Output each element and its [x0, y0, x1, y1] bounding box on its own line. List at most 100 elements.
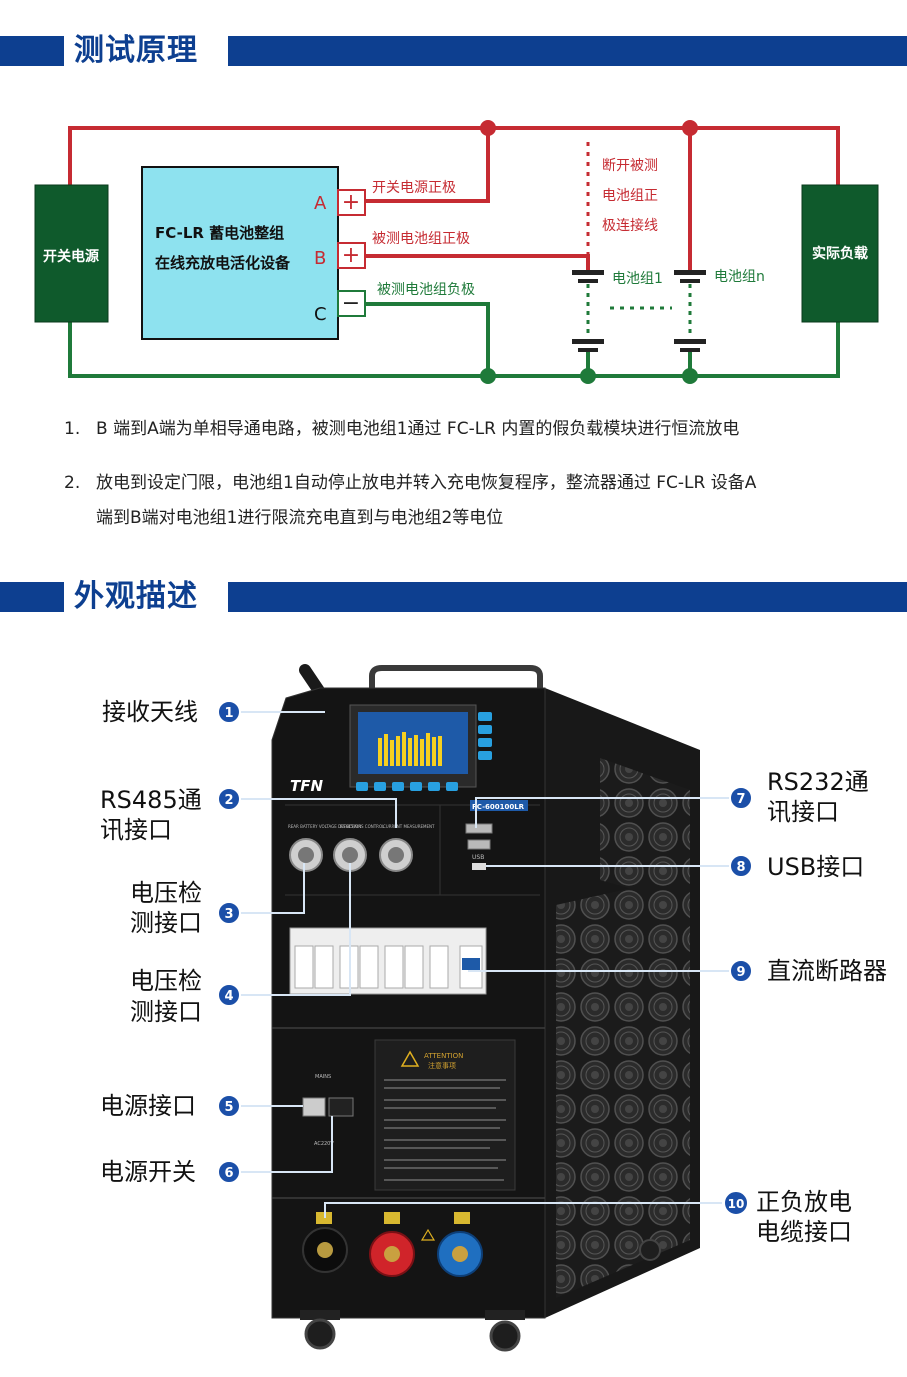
callout-rs232-line2: 讯接口	[767, 798, 839, 826]
callout-rs485-line1: RS485通	[100, 786, 202, 814]
wheels	[300, 1239, 661, 1352]
discharge-terminals	[302, 1212, 483, 1277]
wire-a	[365, 128, 490, 203]
badge-number: 9	[736, 965, 745, 980]
battery-n-bottom-symbol	[674, 339, 706, 352]
wire-b	[365, 254, 590, 274]
rs232-port-icon	[465, 823, 493, 834]
terminal-a-square	[337, 189, 366, 216]
section-title-appearance: 外观描述	[74, 579, 198, 614]
callout-usb: USB接口	[767, 853, 865, 881]
note-2-text-line1: 放电到设定门限，电池组1自动停止放电并转入充电恢复程序，整流器通过 FC-LR …	[96, 473, 757, 493]
screen-side-buttons	[478, 712, 492, 760]
header-line	[228, 582, 907, 612]
terminal-c-letter: C	[314, 304, 327, 325]
power-switch-icon	[328, 1097, 354, 1117]
badge-number: 2	[224, 793, 233, 808]
callout-rs485-line2: 讯接口	[100, 816, 172, 844]
warning-triangle-icon	[400, 1050, 420, 1067]
power-socket-icon	[302, 1097, 326, 1117]
header-block	[0, 36, 64, 66]
label-battery-negative: 被测电池组负极	[377, 282, 475, 298]
callout-antenna: 接收天线	[102, 698, 198, 726]
attention-panel	[374, 1039, 516, 1191]
attention-title: ATTENTION	[424, 1052, 463, 1060]
junction-dot	[480, 120, 496, 136]
callout-dc-breaker: 直流断路器	[767, 957, 887, 985]
side-fan-grid-lower	[556, 875, 690, 1298]
top-handle	[369, 665, 543, 690]
rs232-port-lower	[467, 839, 491, 850]
note-2-text-line2: 端到B端对电池组1进行限流充电直到与电池组2等电位	[96, 508, 504, 528]
junction-dot	[480, 368, 496, 384]
badge-number: 4	[224, 989, 233, 1004]
callout-discharge-line2: 电缆接口	[756, 1218, 852, 1246]
badge-number: 7	[736, 792, 745, 807]
switch-power-box	[34, 184, 109, 323]
battery-group-n-label: 电池组n	[714, 269, 765, 285]
leader-lines	[238, 711, 730, 1218]
voltage-label: AC220V	[314, 1141, 334, 1147]
side-fan-grid-upper	[600, 758, 690, 905]
green-bottom-loop	[68, 322, 840, 378]
section-header-bar	[0, 36, 907, 66]
note-1-text: B 端到A端为单相导通电路，被测电池组1通过 FC-LR 内置的假负载模块进行恒…	[96, 419, 740, 439]
terminal-a-sign: +	[342, 190, 360, 215]
brand-logo: TFN	[290, 777, 323, 795]
badge-number: 5	[224, 1100, 233, 1115]
callout-badge-numbers: 1 2 3 4 5 6 7 8 9 10	[224, 706, 745, 1211]
lcd-screen	[358, 712, 468, 774]
header-block	[0, 582, 64, 612]
dc-breakers	[294, 945, 483, 989]
battery-1-bottom-symbol	[572, 339, 604, 352]
wire-c	[365, 302, 490, 376]
header-line	[228, 36, 907, 66]
badge-number: 10	[728, 1197, 745, 1211]
usb-port-label: USB	[472, 854, 484, 861]
usb-port-icon	[472, 863, 486, 870]
callout-power-port: 电源接口	[100, 1092, 196, 1120]
junction-dot	[580, 368, 596, 384]
callout-voltage-2-line2: 测接口	[130, 998, 202, 1026]
mains-label: MAINS	[315, 1074, 331, 1080]
section-title-principle: 测试原理	[74, 33, 198, 68]
lcd-bars	[378, 732, 442, 766]
fc-lr-device-box	[141, 166, 339, 340]
section-header-bar	[0, 582, 907, 612]
model-badge-text: FC-600100LR	[472, 803, 525, 811]
note-1-number: 1.	[64, 419, 81, 439]
callout-badges	[217, 700, 753, 1216]
junction-dot	[682, 120, 698, 136]
label-switch-positive: 开关电源正极	[372, 180, 456, 196]
port-label-2: RS485/AIRS CONTROL	[340, 824, 385, 829]
note-2-number: 2.	[64, 473, 81, 493]
disconnect-line3: 极连接线	[602, 217, 658, 234]
model-badge-bg	[470, 800, 528, 811]
battery-n-top-symbol	[674, 270, 706, 283]
callout-discharge-line1: 正负放电	[756, 1188, 852, 1216]
disconnect-line2: 电池组正	[602, 188, 658, 204]
terminal-a-letter: A	[314, 193, 327, 214]
callout-voltage-1-line1: 电压检	[130, 879, 202, 907]
note-1: 1. B 端到A端为单相导通电路，被测电池组1通过 FC-LR 内置的假负载模块进…	[64, 418, 739, 440]
disconnect-line1: 断开被测	[602, 158, 658, 174]
badge-number: 3	[224, 907, 233, 922]
actual-load-label: 实际负载	[812, 245, 868, 262]
terminal-b-sign: +	[342, 243, 360, 268]
terminal-b-square	[337, 242, 366, 269]
badge-number: 6	[224, 1166, 233, 1181]
device-name-line1: FC-LR 蓄电池整组	[155, 224, 284, 242]
label-battery-positive: 被测电池组正极	[372, 231, 470, 247]
junction-dot	[682, 368, 698, 384]
test-principle-diagram: + + − 开关电源 实际负载 FC-LR 蓄电池整组 在线充放电活化设备 A …	[34, 120, 879, 384]
terminal-c-square	[337, 290, 366, 317]
port-label-3: CURRENT MEASUREMENT	[383, 824, 435, 829]
badge-number: 1	[224, 706, 233, 721]
screen-bottom-buttons	[356, 782, 458, 791]
callout-power-switch: 电源开关	[100, 1158, 196, 1186]
main-breaker-switch	[462, 958, 480, 970]
device-illustration: TFN FC-600100LR REAR BATTERY VOLTAGE DET…	[217, 664, 753, 1352]
actual-load-box	[801, 184, 879, 323]
port-label-1: REAR BATTERY VOLTAGE DETECTION	[288, 824, 361, 829]
aviation-connectors	[289, 838, 413, 872]
